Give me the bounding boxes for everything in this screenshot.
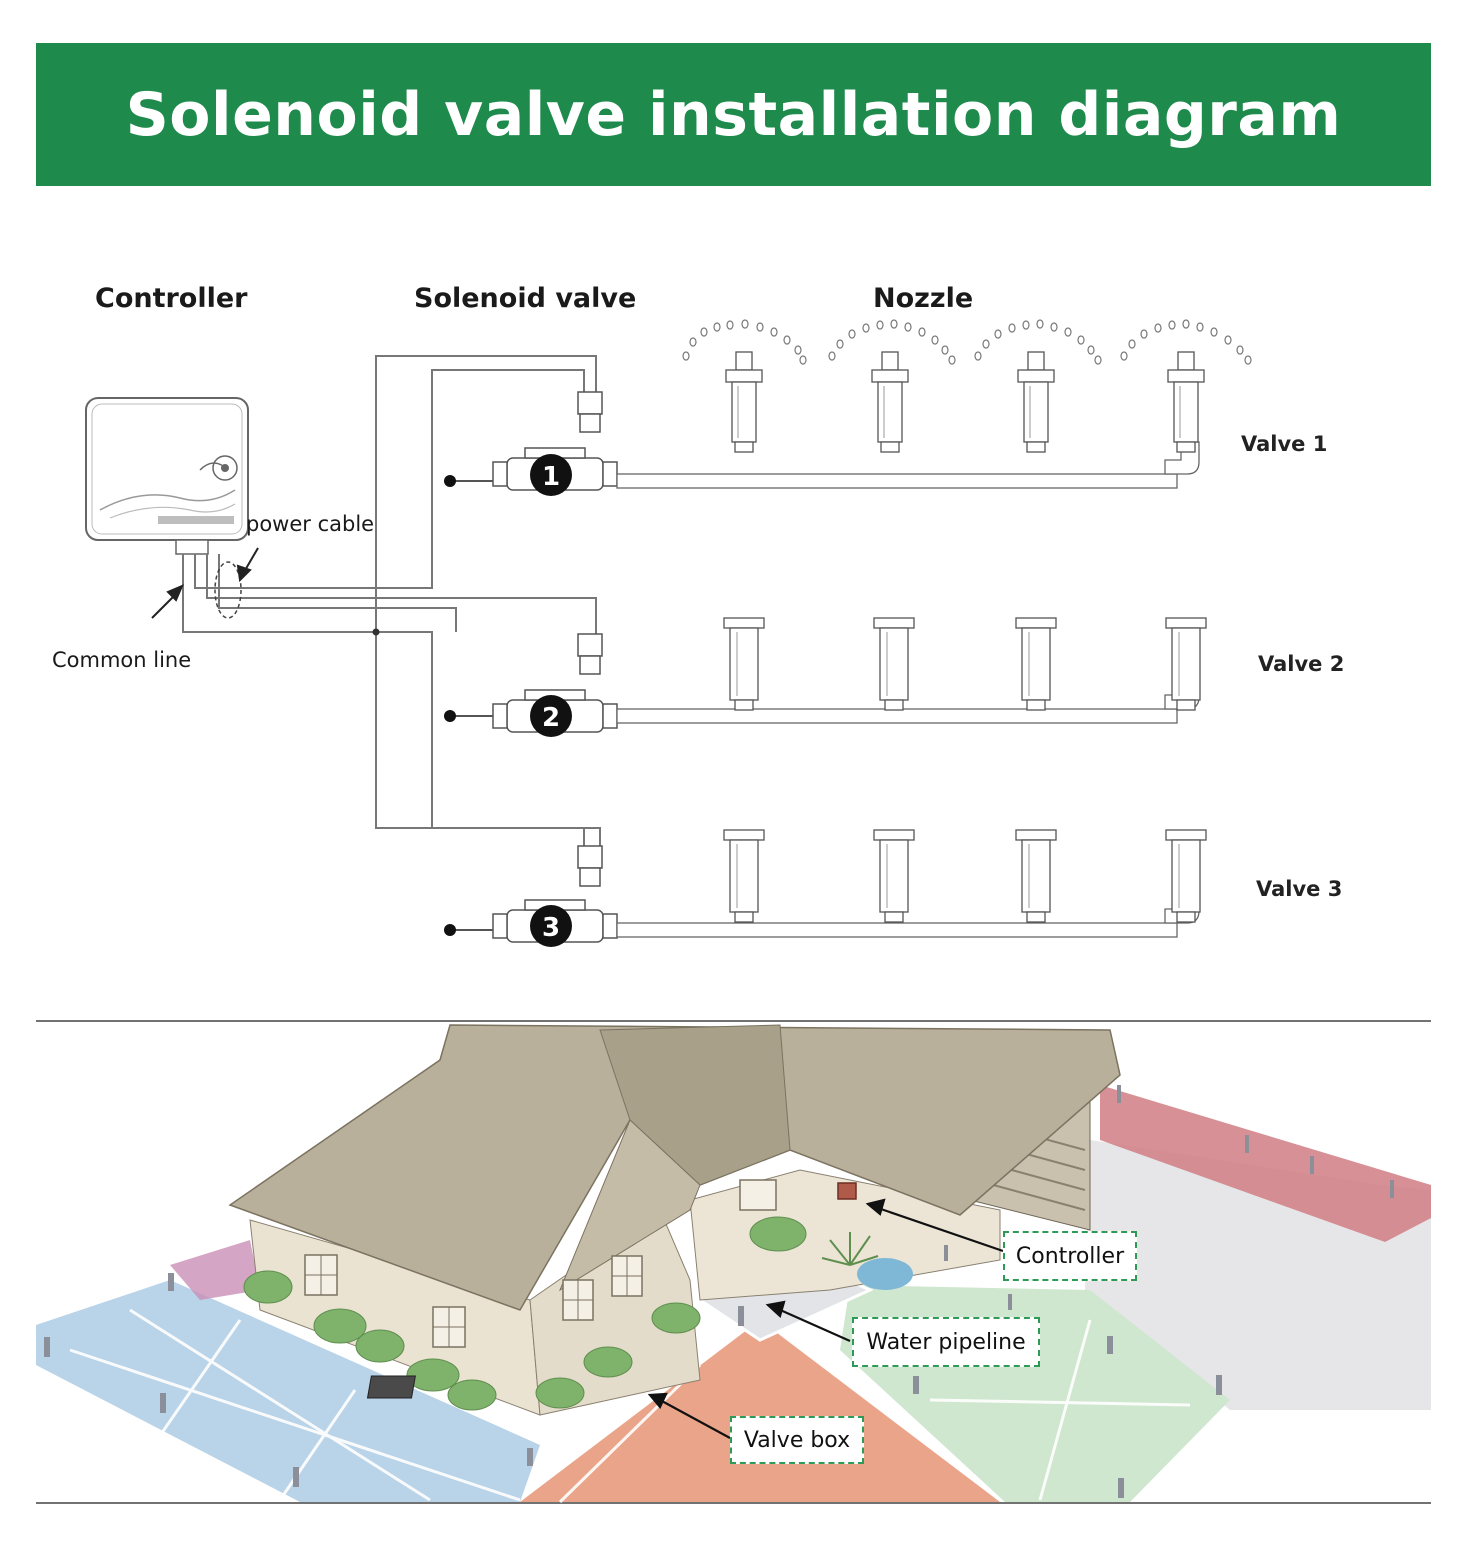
control-wires [182, 355, 601, 846]
house-illustration [36, 1020, 1431, 1504]
valve-box-graphic [366, 1375, 416, 1399]
wall-controller [837, 1182, 857, 1200]
title-banner: Solenoid valve installation diagram [36, 43, 1431, 186]
spray-drops [682, 319, 1252, 365]
power-cable-label: power cable [246, 512, 375, 536]
sprinkler-row-2 [723, 617, 1207, 711]
page-title: Solenoid valve installation diagram [125, 79, 1342, 150]
controller-heading: Controller [95, 283, 248, 314]
valve-badges [530, 454, 572, 947]
controller-unit [85, 397, 249, 555]
solenoid-valve-heading: Solenoid valve [414, 283, 637, 314]
controller-callout: Controller [1003, 1231, 1137, 1281]
sprinkler-row-3 [723, 829, 1207, 923]
valve-badge-3: 3 [542, 913, 560, 943]
water-pipeline-callout: Water pipeline [852, 1317, 1040, 1367]
valve-3-label: Valve 3 [1256, 877, 1343, 901]
nozzle-heading: Nozzle [873, 283, 974, 314]
valve-row-1 [444, 391, 1200, 491]
label-arrows [151, 547, 259, 619]
common-line-label: Common line [52, 648, 192, 672]
valve-badge-2: 2 [542, 703, 560, 733]
valve-1-label: Valve 1 [1241, 432, 1328, 456]
sprinkler-row-1 [725, 351, 1205, 453]
valve-badge-1: 1 [542, 462, 560, 492]
valve-box-callout: Valve box [730, 1416, 864, 1464]
valve-2-label: Valve 2 [1258, 652, 1345, 676]
